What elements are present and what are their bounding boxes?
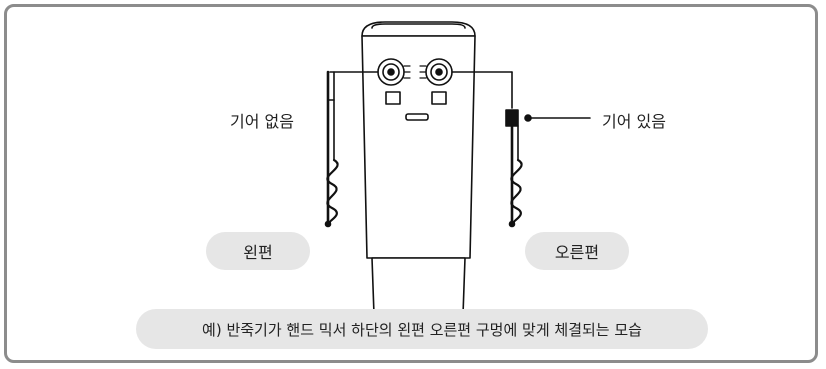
left-side-pill: 왼편 <box>206 232 310 270</box>
right-button-icon <box>431 91 447 105</box>
with-gear-label: 기어 있음 <box>602 112 666 131</box>
no-gear-label: 기어 없음 <box>230 112 294 131</box>
right-side-pill: 오른편 <box>525 232 629 270</box>
left-beater-icon <box>324 70 339 228</box>
right-beater-icon <box>505 71 523 228</box>
caption-pill: 예) 반죽기가 핸드 믹서 하단의 왼편 오른편 구멍에 맞게 체결되는 모습 <box>136 309 708 349</box>
gear-icon <box>505 109 519 127</box>
mixer-top-cap <box>361 21 476 37</box>
left-button-icon <box>385 91 401 105</box>
center-slot-icon <box>405 113 429 121</box>
